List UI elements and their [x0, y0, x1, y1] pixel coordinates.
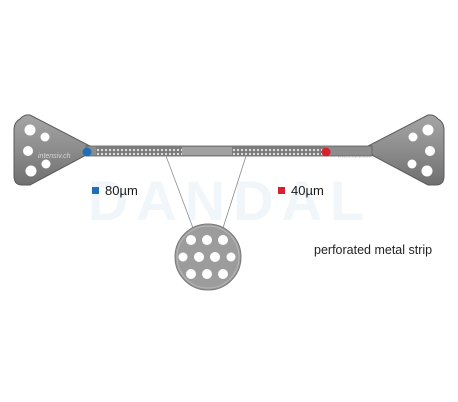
handle-hole	[25, 165, 37, 177]
zoom-hole	[186, 269, 196, 279]
handle-hole	[422, 124, 434, 136]
engraving-left: intensiv.ch	[38, 153, 71, 160]
magnified-perforation-detail	[174, 223, 242, 291]
caption: perforated metal strip	[314, 243, 433, 257]
legend-swatch-blue	[92, 187, 99, 194]
zoom-hole	[202, 269, 212, 279]
handle-hole	[24, 124, 36, 136]
fine-side-dot	[321, 147, 331, 157]
zoom-hole	[226, 252, 236, 262]
zoom-hole	[210, 252, 220, 262]
handle-hole	[407, 159, 417, 169]
left-handle: intensiv.ch	[13, 114, 91, 186]
legend-swatch-red	[278, 187, 285, 194]
legend-coarse: 80µm	[92, 183, 138, 198]
perforated-section-coarse	[96, 147, 182, 155]
handle-hole	[23, 146, 33, 156]
coarse-side-dot	[82, 147, 92, 157]
handle-hole	[421, 165, 433, 177]
zoom-hole	[202, 235, 212, 245]
handle-hole	[40, 132, 50, 142]
legend-label-fine: 40µm	[291, 183, 324, 198]
zoom-leader-line	[222, 155, 247, 229]
handle-hole	[41, 159, 51, 169]
perforated-section-fine	[232, 147, 318, 155]
zoom-hole	[218, 269, 228, 279]
handle-hole	[425, 146, 435, 156]
solid-center	[182, 147, 232, 155]
legend-fine: 40µm	[278, 183, 324, 198]
zoom-hole	[186, 235, 196, 245]
zoom-hole	[194, 252, 204, 262]
legend-label-coarse: 80µm	[105, 183, 138, 198]
right-handle: intensiv.ch	[338, 114, 445, 186]
handle-hole	[408, 132, 418, 142]
zoom-leader-line	[165, 155, 194, 229]
engraving-right: intensiv.ch	[338, 153, 371, 160]
zoom-hole	[218, 235, 228, 245]
zoom-hole	[178, 252, 188, 262]
